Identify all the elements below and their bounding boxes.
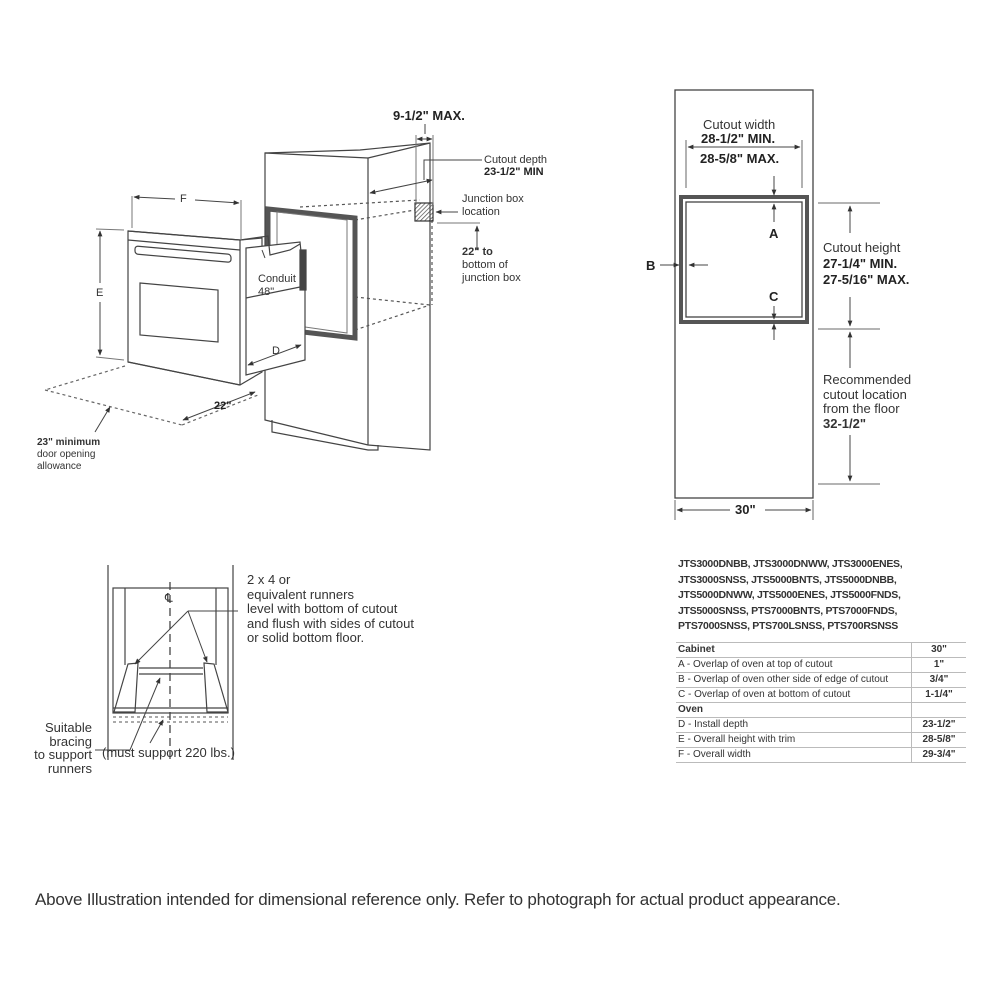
junction-box-label: Junction box location	[462, 193, 524, 218]
cabinet-iso	[264, 124, 482, 451]
table-row: Oven	[676, 702, 966, 718]
cutout-width-label: Cutout width	[703, 117, 776, 132]
runner-support-view	[95, 565, 238, 760]
cutout-depth-value: 23-1/2" MIN	[484, 166, 544, 178]
floor-location-label: Recommended cutout location from the flo…	[823, 372, 912, 431]
overlap-label-b: B	[646, 258, 656, 273]
disclaimer-text: Above Illustration intended for dimensio…	[35, 890, 841, 909]
centerline-symbol: ℄	[165, 591, 173, 605]
door-allowance-label: 23" minimum door opening allowance	[37, 437, 101, 472]
dim-label-e: E	[96, 287, 104, 299]
model-list: JTS3000DNBB, JTS3000DNWW, JTS3000ENES, J…	[678, 558, 903, 632]
dim-label-d: D	[272, 345, 280, 357]
junction-box-height-label: 22" to bottom of junction box	[462, 246, 521, 284]
runners-note: 2 x 4 or equivalent runners level with b…	[247, 572, 414, 645]
bracing-note: Suitable bracing to support runners	[34, 720, 92, 776]
overlap-label-c: C	[769, 289, 779, 304]
support-weight-note: (must support 220 lbs.)	[102, 745, 235, 760]
cutout-width-min: 28-1/2" MIN.	[701, 131, 776, 146]
cutout-height-max: 27-5/16" MAX.	[823, 272, 910, 287]
cabinet-width-label: 30"	[735, 502, 756, 517]
conduit-label: Conduit 48"	[258, 273, 296, 298]
overlap-label-a: A	[769, 226, 779, 241]
table-row: B - Overlap of oven other side of edge o…	[676, 672, 966, 688]
cutout-depth-label: Cutout depth	[484, 154, 547, 166]
cutout-height-label: Cutout height	[823, 240, 901, 255]
cutout-width-max: 28-5/8" MAX.	[700, 151, 780, 166]
dim-top-max: 9-1/2" MAX.	[393, 108, 465, 123]
dim-label-f: F	[180, 193, 187, 205]
cabinet-front-view	[660, 89, 880, 520]
cutout-height-min: 27-1/4" MIN.	[823, 256, 898, 271]
oven-iso	[44, 194, 307, 433]
depth-22-label: 22"	[214, 400, 232, 412]
